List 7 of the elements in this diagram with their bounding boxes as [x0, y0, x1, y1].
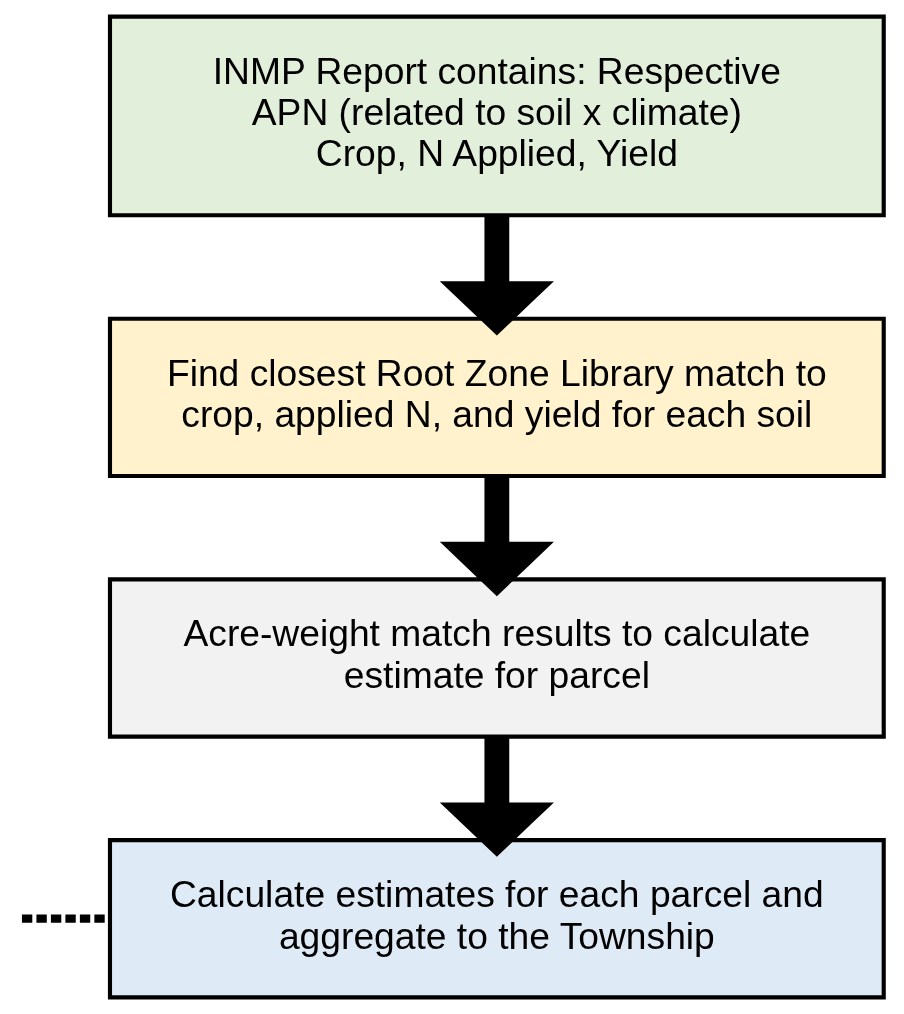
node-box: Acre-weight match results to calculate estimate for parcel: [107, 577, 886, 739]
node-box: INMP Report contains: Respective APN (related to soil x climate) Crop, N Applied, Yield: [107, 14, 886, 218]
arrow: [439, 215, 554, 336]
arrow: [439, 737, 554, 857]
node-box: Find closest Root Zone Library match to crop, applied N, and yield for each soil: [107, 316, 886, 479]
node-box: Calculate estimates for each parcel and aggregate to the Township: [107, 838, 886, 1000]
arrow: [439, 476, 554, 597]
